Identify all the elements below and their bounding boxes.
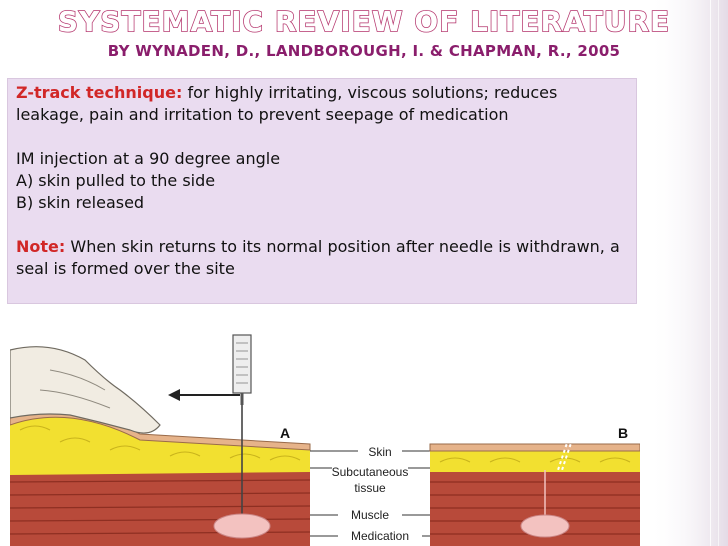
ztrack-paragraph: Z-track technique: for highly irritating… [16,82,628,126]
medication-pool-b [520,514,570,538]
ztrack-illustration: A Skin Subcutaneous tissue Muscle Medica… [10,334,640,546]
label-tissue: tissue [354,481,386,495]
syringe-icon [232,334,252,394]
layer-legend: Skin Subcutaneous tissue Muscle Medicati… [310,445,430,543]
content-text-box: Z-track technique: for highly irritating… [7,78,637,304]
ztrack-label: Z-track technique: [16,83,183,102]
note-paragraph: Note: When skin returns to its normal po… [16,236,628,280]
note-label: Note: [16,237,66,256]
label-muscle: Muscle [351,508,389,522]
label-a: A [280,425,290,441]
skin-layer-b [429,443,640,452]
step-b-line: B) skin released [16,193,145,212]
label-b: B [618,425,628,441]
ztrack-text: for highly irritating, viscous solutions… [16,83,558,124]
label-subcutaneous: Subcutaneous [332,465,409,479]
panel-b: B [429,409,640,546]
step-a-line: A) skin pulled to the side [16,171,216,190]
slide-subtitle: BY WYNADEN, D., LANDBOROUGH, I. & CHAPMA… [107,42,621,60]
label-skin: Skin [368,445,391,459]
fat-layer-a [10,413,310,475]
im-injection-line: IM injection at a 90 degree angle [16,149,281,168]
decorative-side-panel [648,0,728,546]
slide-title: SYSTEMATIC REVIEW OF LITERATURE [57,4,671,39]
panel-a: A [10,334,311,546]
hand-icon [10,346,161,434]
fat-layer-b [430,450,640,472]
medication-pool-a [213,513,271,539]
note-text: When skin returns to its normal position… [16,237,620,278]
label-medication: Medication [351,529,409,543]
